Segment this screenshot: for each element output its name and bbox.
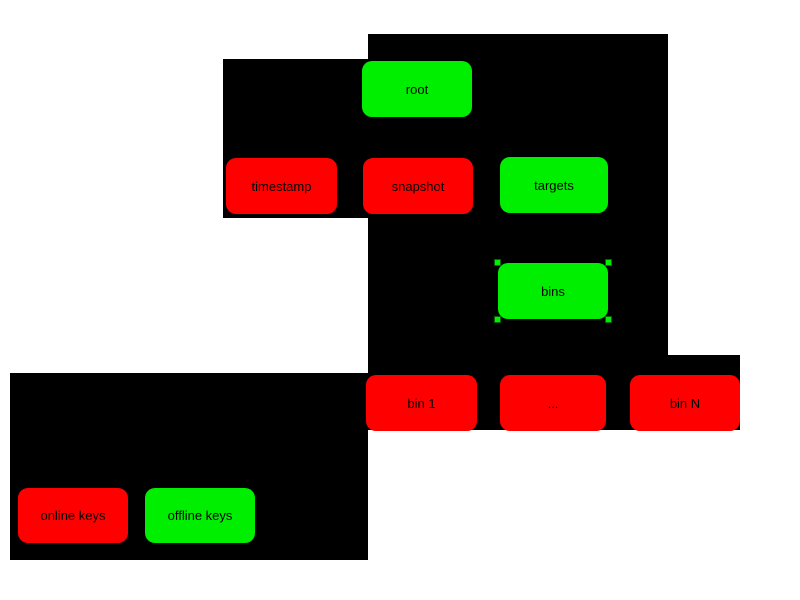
node-label-bin-n: bin N — [669, 395, 701, 411]
node-label-bins: bins — [541, 283, 565, 299]
node-label-snapshot: snapshot — [391, 178, 445, 194]
node-label-root: root — [405, 81, 429, 97]
node-bins[interactable]: bins — [494, 259, 612, 323]
node-bin-1[interactable]: bin 1 — [366, 375, 477, 431]
node-label-online-keys: online keys — [40, 508, 106, 523]
node-root[interactable]: root — [362, 61, 472, 117]
node-label-timestamp: timestamp — [251, 178, 312, 194]
node-label-bin-1: bin 1 — [407, 395, 436, 411]
node-label-bin-ellipsis: ... — [547, 395, 559, 411]
node-online-keys[interactable]: online keys — [18, 488, 128, 543]
node-label-targets: targets — [534, 177, 574, 193]
node-bin-n[interactable]: bin N — [630, 375, 740, 431]
node-targets[interactable]: targets — [500, 157, 608, 213]
node-bin-ellipsis[interactable]: ... — [500, 375, 606, 431]
node-timestamp[interactable]: timestamp — [226, 158, 337, 214]
node-offline-keys[interactable]: offline keys — [145, 488, 255, 543]
node-snapshot[interactable]: snapshot — [363, 158, 473, 214]
node-label-offline-keys: offline keys — [167, 508, 233, 523]
